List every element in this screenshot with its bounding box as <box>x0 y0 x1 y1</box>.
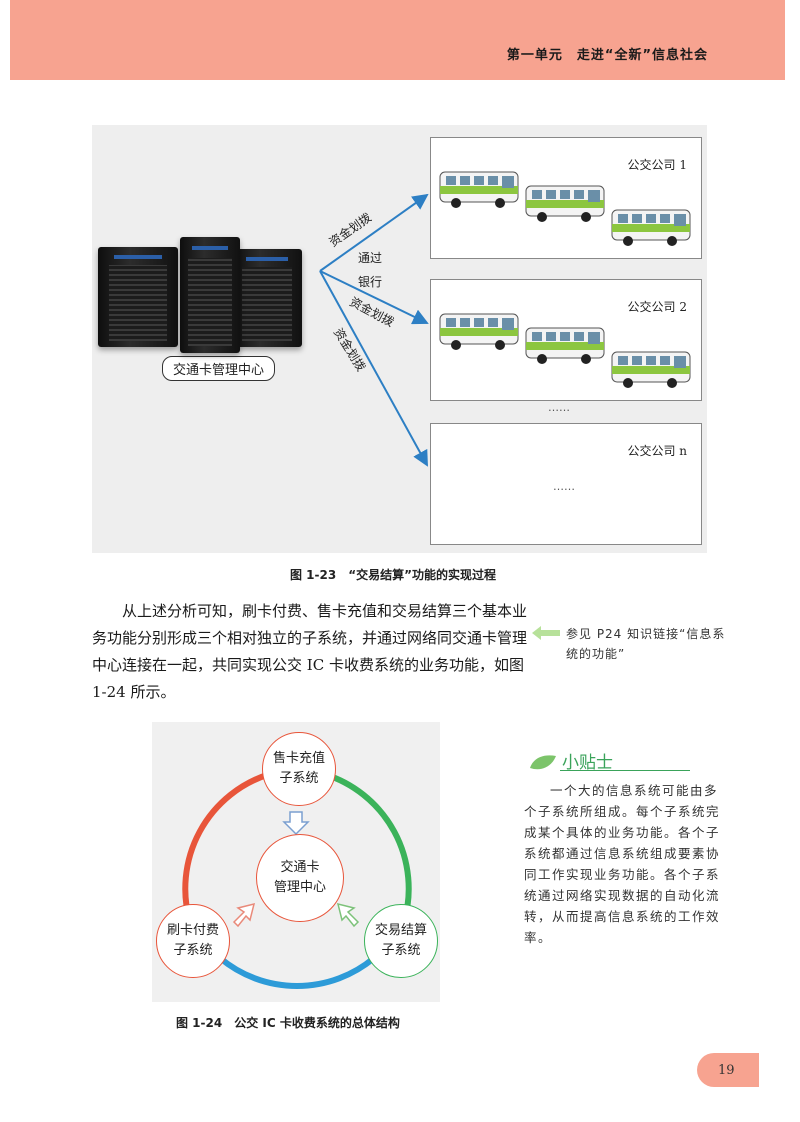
node-line: 子系统 <box>173 943 213 958</box>
route-label-via: 通过 <box>358 251 383 265</box>
server-image <box>232 249 302 347</box>
server-image <box>98 247 178 347</box>
node-line: 子系统 <box>381 943 421 958</box>
page-number: 19 <box>718 1063 735 1078</box>
page-tab <box>697 1053 759 1087</box>
figure-1-24: 售卡充值子系统 交通卡管理中心 刷卡付费子系统 交易结算子系统 <box>152 722 440 1002</box>
figure-1-24-caption: 图 1-24 公交 IC 卡收费系统的总体结构 <box>176 1016 400 1030</box>
side-note-text: 参见 P24 知识链接“信息系统的功能” <box>566 627 726 661</box>
cycle-arcs <box>182 771 412 989</box>
body-paragraph: 从上述分析可知，刷卡付费、售卡充值和交易结算三个基本业务功能分别形成三个相对独立… <box>92 602 528 701</box>
company-label: 公交公司 n <box>627 444 687 458</box>
figure-1-23: 资金划拨 通过 银行 资金划拨 资金划拨 公交公司 1 公交公司 2 …… 公交… <box>92 125 707 553</box>
ellipsis: …… <box>553 480 575 493</box>
bus-icon <box>611 351 691 389</box>
route-label-bank: 银行 <box>358 275 383 289</box>
tip-underline <box>560 770 690 771</box>
transfer-arrows <box>319 193 429 467</box>
tip-body: 一个大的信息系统可能由多个子系统所组成。每个子系统完成某个具体的业务功能。各个子… <box>524 783 721 945</box>
node-line: 管理中心 <box>273 880 326 895</box>
node-line: 交通卡 <box>280 860 320 875</box>
node-card-sales: 售卡充值子系统 <box>262 732 336 806</box>
node-line: 售卡充值 <box>272 751 325 766</box>
management-center-label: 交通卡管理中心 <box>162 356 276 381</box>
figure-1-23-caption: 图 1-23 “交易结算”功能的实现过程 <box>290 568 496 582</box>
node-line: 交易结算 <box>374 923 427 938</box>
leaf-icon <box>530 755 556 770</box>
bus-icon <box>525 185 605 223</box>
node-card-payment: 刷卡付费子系统 <box>156 904 230 978</box>
node-line: 子系统 <box>279 771 319 786</box>
bus-icon <box>611 209 691 247</box>
arrow-left-icon <box>532 626 560 640</box>
node-settlement: 交易结算子系统 <box>364 904 438 978</box>
node-line: 刷卡付费 <box>166 923 219 938</box>
header-band <box>10 0 785 80</box>
company-label: 公交公司 2 <box>627 300 687 314</box>
unit-title: 第一单元 走进“全新”信息社会 <box>506 48 708 63</box>
company-box-n: 公交公司 n …… <box>430 423 702 545</box>
company-label: 公交公司 1 <box>627 158 687 172</box>
side-note: 参见 P24 知识链接“信息系统的功能” <box>566 624 726 664</box>
bus-icon <box>525 327 605 365</box>
node-management-center: 交通卡管理中心 <box>256 834 344 922</box>
bus-icon <box>439 171 519 209</box>
bus-icon <box>439 313 519 351</box>
tip-title: 小贴士 <box>562 753 613 773</box>
server-image <box>180 237 240 353</box>
ellipsis: …… <box>548 401 570 414</box>
